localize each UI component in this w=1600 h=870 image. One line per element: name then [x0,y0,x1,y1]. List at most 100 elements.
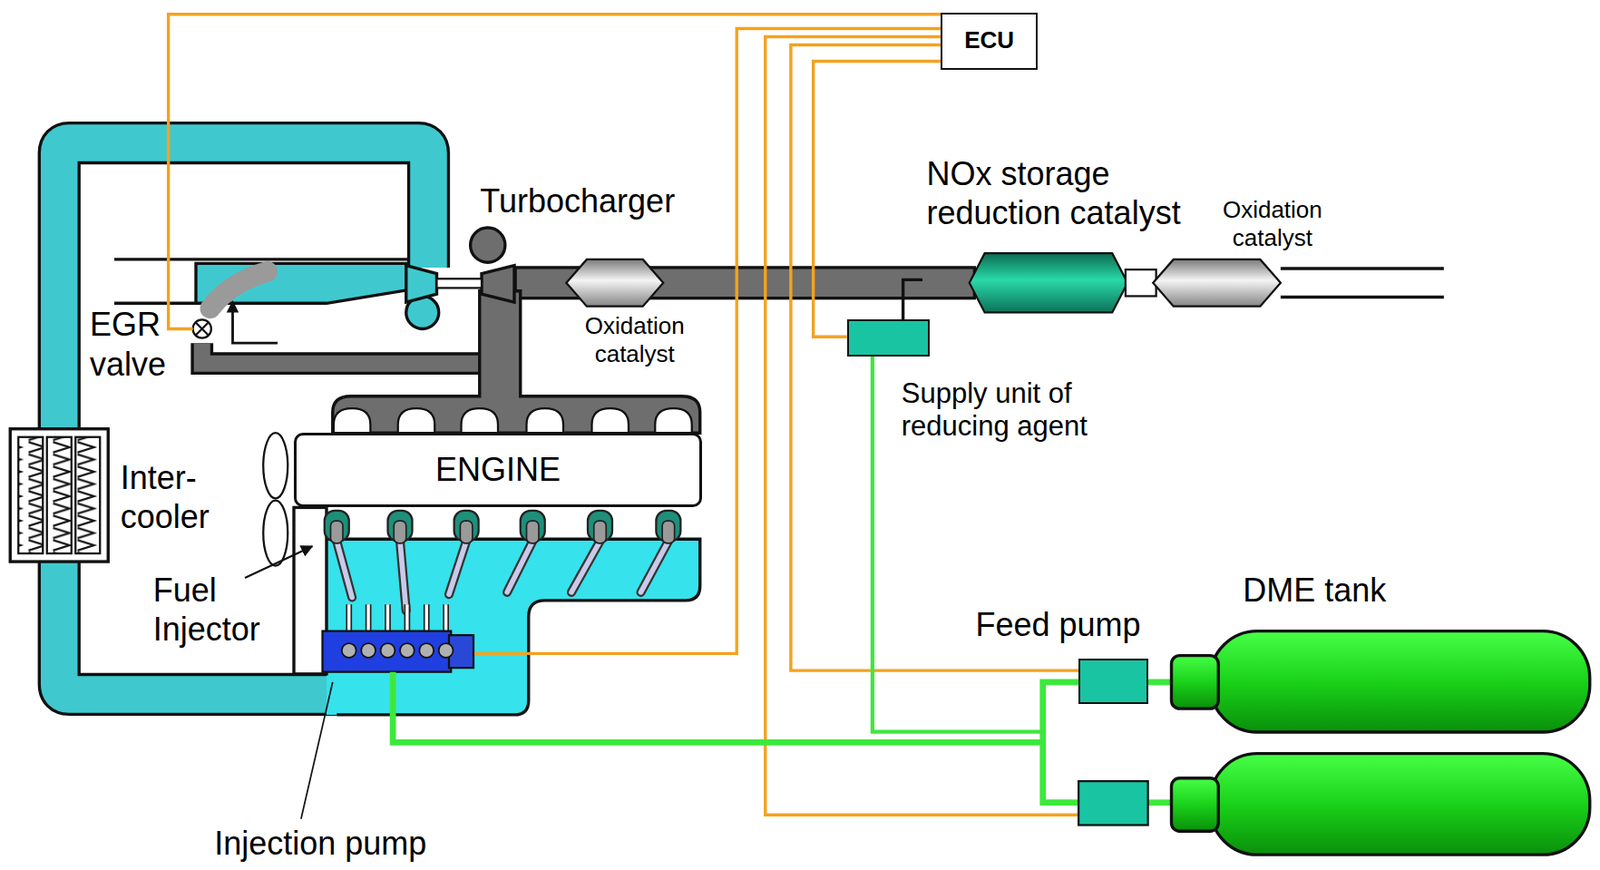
fuel-injector-symbol [393,520,407,544]
engine-box: ENGINE [293,432,703,508]
catalyst-shapes [1152,259,1281,307]
node-label: Feed pump [975,604,1142,644]
fuel-injector-symbol [331,520,344,544]
engine-fan [263,432,288,566]
fuel-injector-symbol [459,520,473,544]
part-label: DME tank [1242,570,1386,610]
fuel-line [1148,799,1174,806]
catalyst-shapes [969,253,1128,313]
injector-lines [571,541,601,593]
injection-pump-symbol [322,631,452,673]
catalyst-shapes [903,279,923,320]
injection-pump-symbol [400,643,415,658]
part-label: Oxidation catalyst [1213,195,1332,253]
injection-pump-symbol [419,643,434,658]
injector-lines [448,541,467,596]
catalyst-shapes [1280,295,1444,299]
egr-pipe [202,271,488,363]
feed-pump-box: Feed pump [1078,658,1149,705]
part-label: Injection pump [214,823,427,863]
exhaust-manifold [592,408,630,433]
egr-pipe [202,342,488,364]
dme-tank-symbol [1171,655,1220,710]
injector-lines [448,541,467,596]
turbocharger-symbol [437,278,483,288]
leader-line [244,546,333,820]
injector-lines [641,541,669,593]
part-label: Fuel Injector [153,570,276,649]
fuel-line [1148,679,1174,686]
dme-tank-symbol [1209,631,1591,732]
injection-pump-symbol [439,643,454,658]
intercooler-symbol [9,429,108,562]
injector-lines [507,541,533,593]
injection-pump-symbol [341,643,357,658]
egr-valve-symbol [226,300,240,313]
exhaust-manifold [654,408,693,433]
turbocharger-symbol [481,265,515,303]
node-label: ENGINE [435,449,561,489]
injector-lines [336,541,669,612]
signal-wire [813,61,942,338]
injector-lines [507,541,533,593]
intake-manifold [326,538,701,715]
egr-valve-symbol [193,300,278,343]
turbocharger-symbol [406,227,515,329]
ecu-box: ECU [940,12,1038,70]
catalyst-shapes [565,253,1444,320]
engine-fan [263,500,288,566]
catalyst-shapes [1125,269,1157,296]
injector-lines [336,541,352,598]
injection-pump-symbol [360,643,376,658]
fuel-injector-symbol [594,520,607,544]
exhaust-manifold [332,291,701,433]
leader-line [244,546,313,578]
injector-lines [400,541,407,612]
feed-pump-symbol [1078,780,1149,825]
part-label: Turbocharger [479,181,675,221]
fuel-injector-symbol [662,520,675,544]
intercooler-symbol [18,437,43,554]
node-label: Supply unit of reducing agent [901,377,1138,442]
intercooler-symbol [75,437,100,554]
injector-lines [400,541,407,612]
exhaust-manifold [398,408,436,433]
turbocharger-symbol [406,265,438,303]
intake-manifold [326,538,701,715]
dme-tank-symbol [1209,753,1591,855]
exhaust-manifold [461,408,499,433]
injection-pump-symbol [380,643,396,658]
supply-unit-box: Supply unit of reducing agent [847,319,930,357]
egr-valve-symbol [233,308,279,343]
intake-manifold [293,507,701,714]
fuel-injector-symbol [324,510,682,544]
fuel-line [392,672,1174,803]
node-label: ECU [964,26,1015,55]
fuel-line [1043,682,1079,803]
exhaust-manifold [332,291,701,433]
injector-lines [336,541,352,598]
egr-pipe [202,342,488,364]
injection-pump-symbol [322,604,475,672]
part-label: Inter- cooler [120,458,223,537]
part-label: Oxidation catalyst [575,312,694,369]
fuel-injector-symbol [526,520,540,544]
injector-lines [641,541,669,593]
egr-valve-symbol [193,319,212,338]
part-label: NOx storage reduction catalyst [926,154,1209,233]
egr-valve-symbol [195,322,209,336]
intake-pipe [114,302,196,305]
injector-lines [571,541,601,593]
catalyst-shapes [565,259,664,307]
signal-wire [790,45,1079,672]
part-label: EGR valve [89,304,181,383]
egr-pipe [210,271,268,309]
exhaust-manifold [333,408,371,433]
dme-tank-symbol [1171,778,1220,832]
intake-pipe [114,257,409,261]
turbocharger-symbol [470,227,506,263]
dme-tank-symbol [1171,631,1591,856]
